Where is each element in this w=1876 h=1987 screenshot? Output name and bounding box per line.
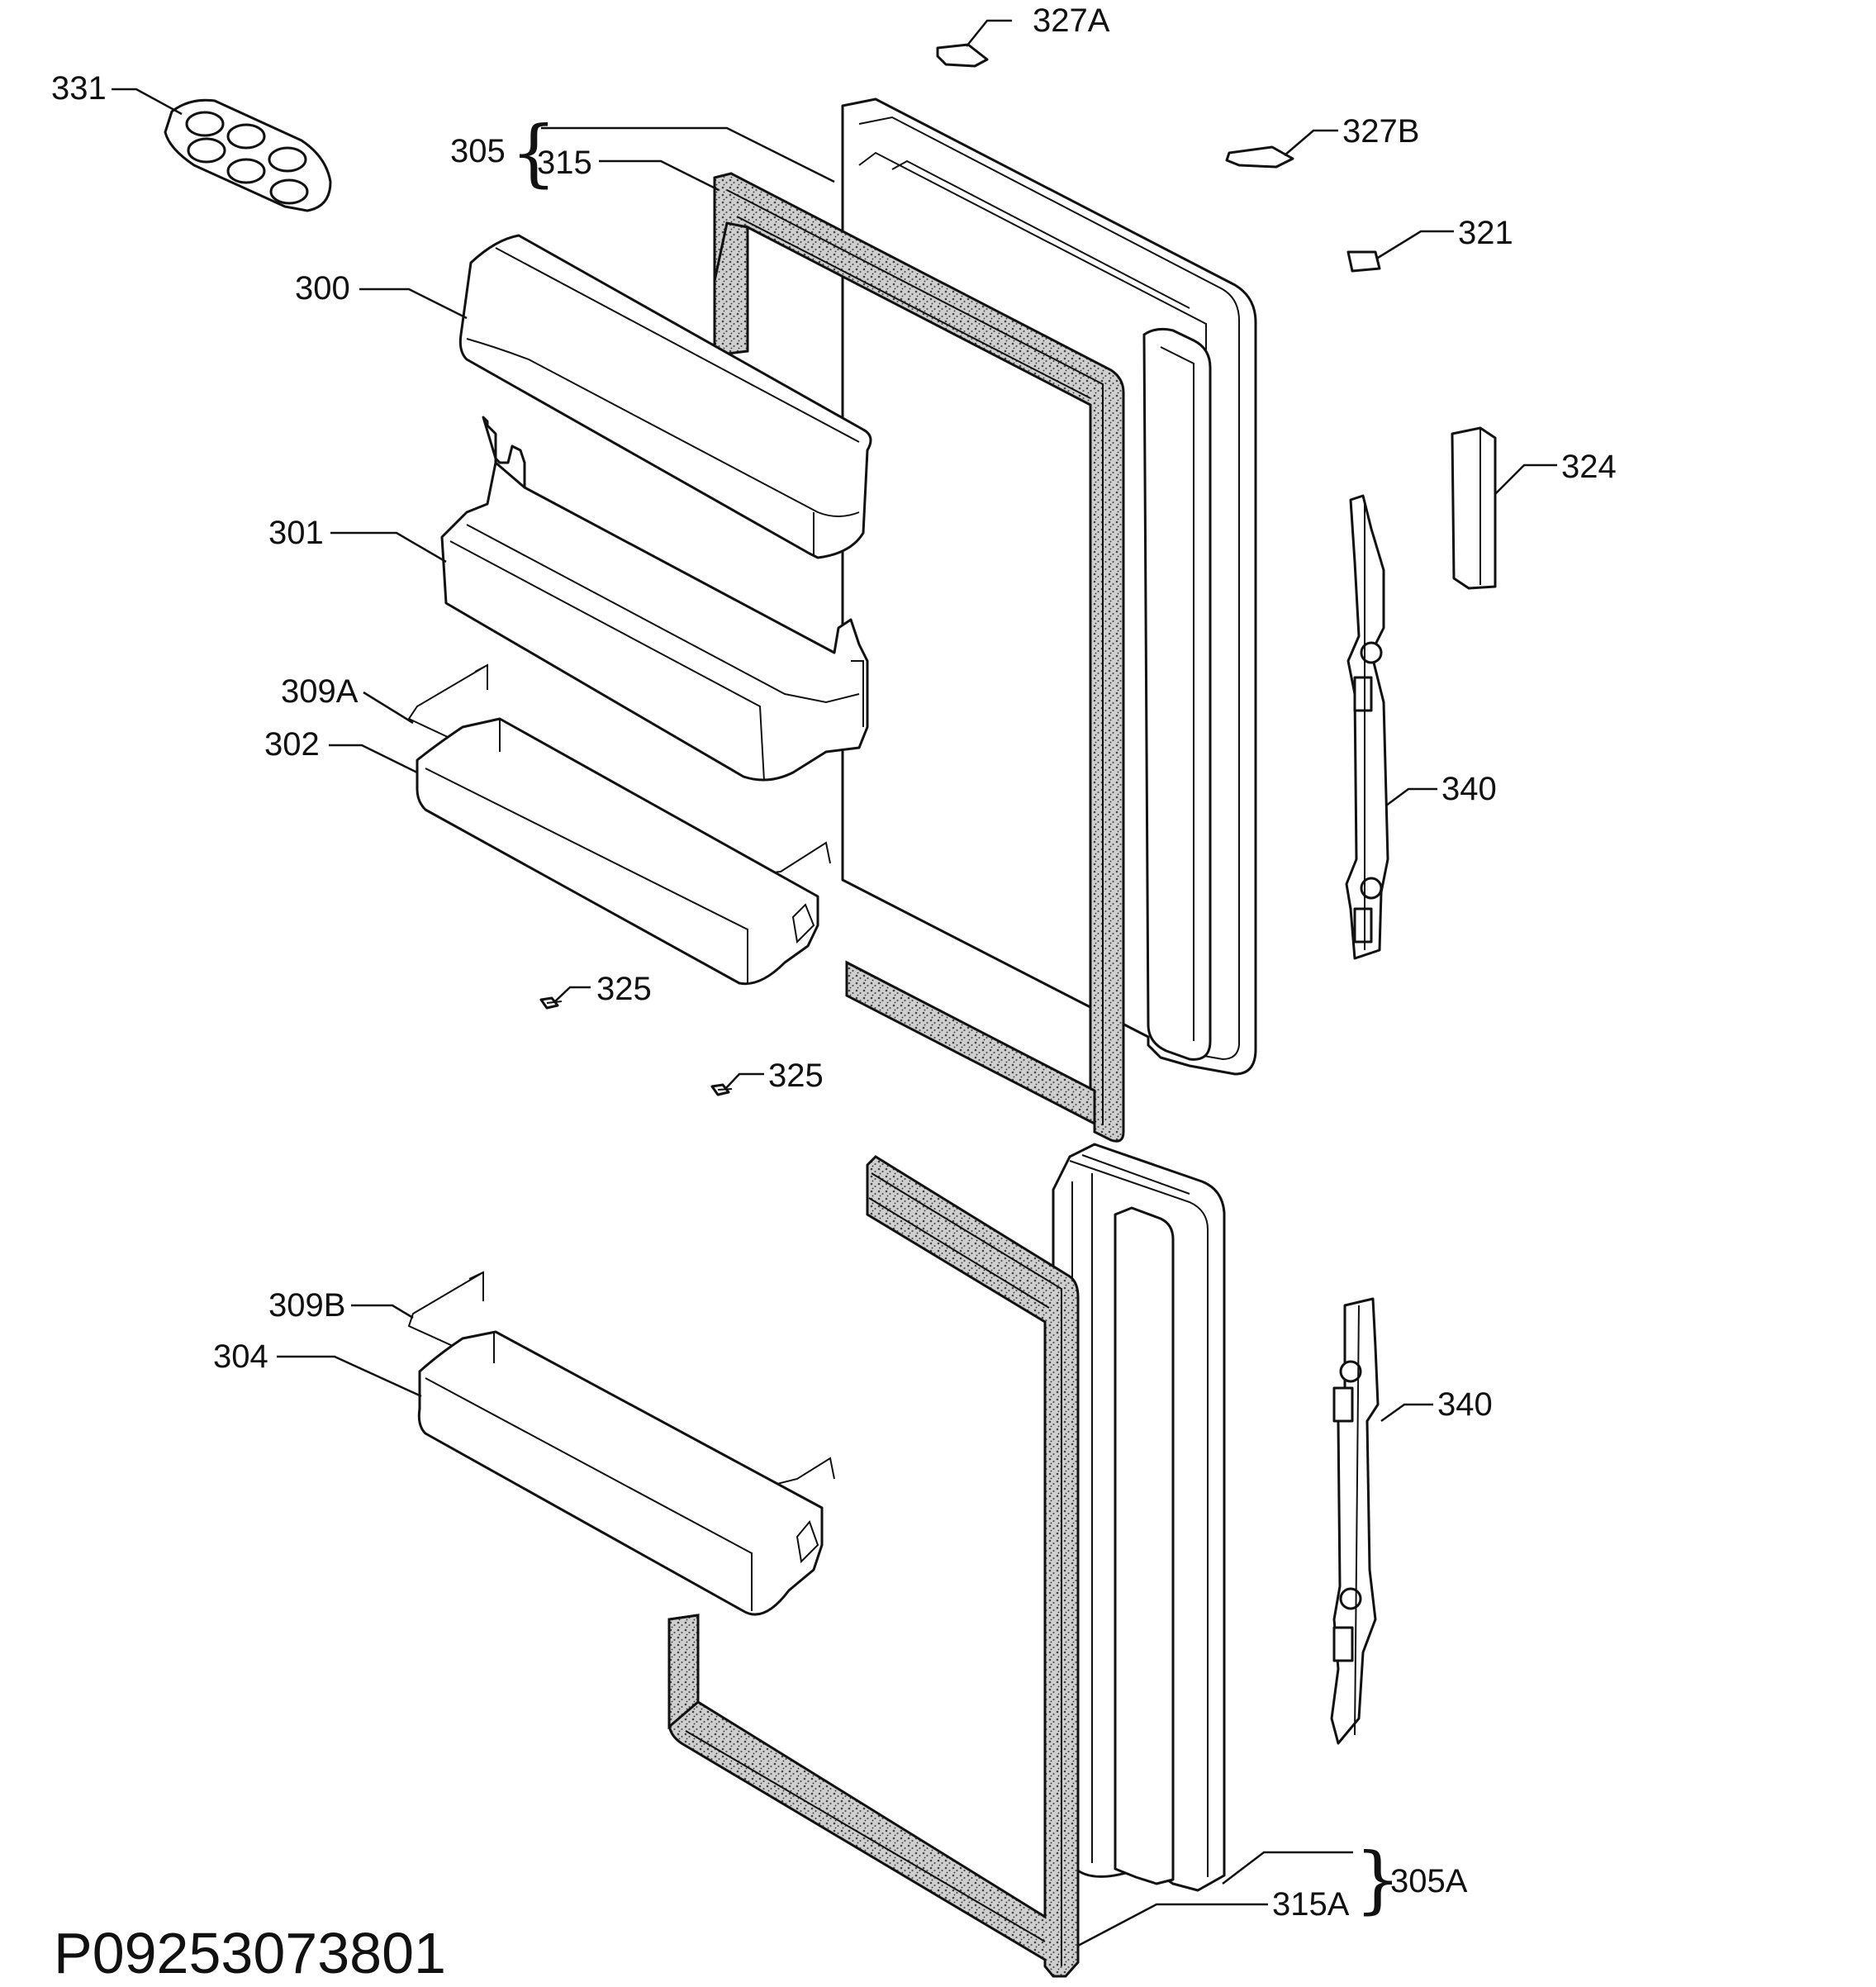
label-340-lower: 340 — [1437, 1386, 1493, 1423]
label-302: 302 — [264, 726, 320, 763]
leader-lines — [112, 19, 1557, 1947]
label-327a: 327A — [1033, 2, 1110, 39]
label-325-a: 325 — [596, 971, 652, 1007]
lower-door-frame — [1052, 1143, 1226, 1892]
label-325-b: 325 — [768, 1058, 824, 1094]
screw-325a — [539, 996, 563, 1010]
callout-labels: 331 327A 327B 305 { 315 321 300 324 301 … — [51, 2, 1617, 1923]
brace-305a: } — [1355, 1837, 1401, 1922]
label-340-upper: 340 — [1441, 771, 1497, 807]
label-300: 300 — [295, 270, 350, 307]
label-305a: 305A — [1390, 1863, 1468, 1899]
label-321: 321 — [1458, 215, 1513, 251]
upper-door-frame — [841, 97, 1257, 1076]
cap-321 — [1346, 250, 1381, 273]
label-305: 305 — [450, 133, 506, 169]
label-315: 315 — [537, 145, 592, 181]
freezer-door-balcony-304 — [417, 1330, 824, 1616]
drawing-id: P09253073801 — [54, 1921, 446, 1983]
label-309b: 309B — [268, 1287, 345, 1324]
hinge-340-upper — [1345, 494, 1389, 960]
label-315a: 315A — [1272, 1886, 1350, 1923]
hinge-cover-327a — [936, 43, 989, 68]
upper-door-gasket — [713, 172, 1125, 1143]
cover-plate-324 — [1451, 426, 1497, 590]
lower-door-balcony-302 — [416, 717, 819, 986]
label-327b: 327B — [1342, 113, 1419, 150]
label-309a: 309A — [281, 673, 359, 710]
label-301: 301 — [268, 515, 324, 551]
label-304: 304 — [213, 1338, 268, 1375]
hinge-340-lower — [1330, 1297, 1380, 1745]
egg-tray — [164, 98, 332, 212]
hinge-cover-327b — [1225, 145, 1294, 169]
label-331: 331 — [51, 70, 107, 107]
label-324: 324 — [1561, 449, 1617, 485]
screw-325b — [710, 1083, 733, 1096]
dairy-compartment-cover — [458, 234, 872, 559]
lower-door-gasket — [667, 1155, 1080, 1978]
brace-305: { — [511, 110, 557, 195]
upper-door-balcony — [440, 416, 869, 782]
